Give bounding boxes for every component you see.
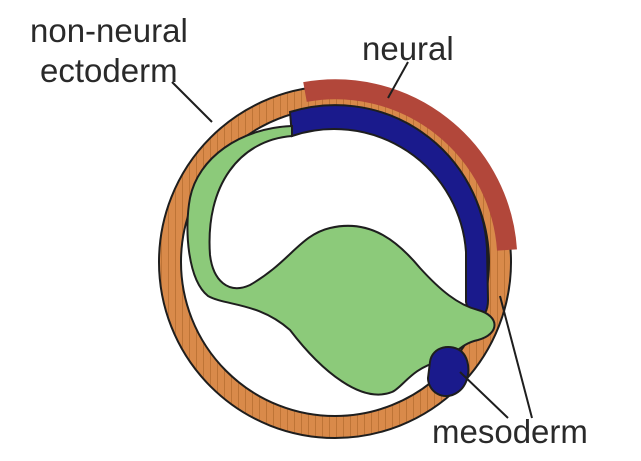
non-neural-label-line2: ectoderm: [40, 52, 178, 89]
mesoderm-blob: [428, 347, 468, 396]
mesoderm-label: mesoderm: [432, 413, 588, 450]
mesoderm-leader-line-2: [500, 296, 532, 418]
neural-label: neural: [362, 30, 454, 67]
mesoderm-leader-line-1: [460, 372, 508, 418]
non-neural-label-line1: non-neural: [30, 12, 188, 49]
non-neural-leader-line: [172, 82, 212, 122]
